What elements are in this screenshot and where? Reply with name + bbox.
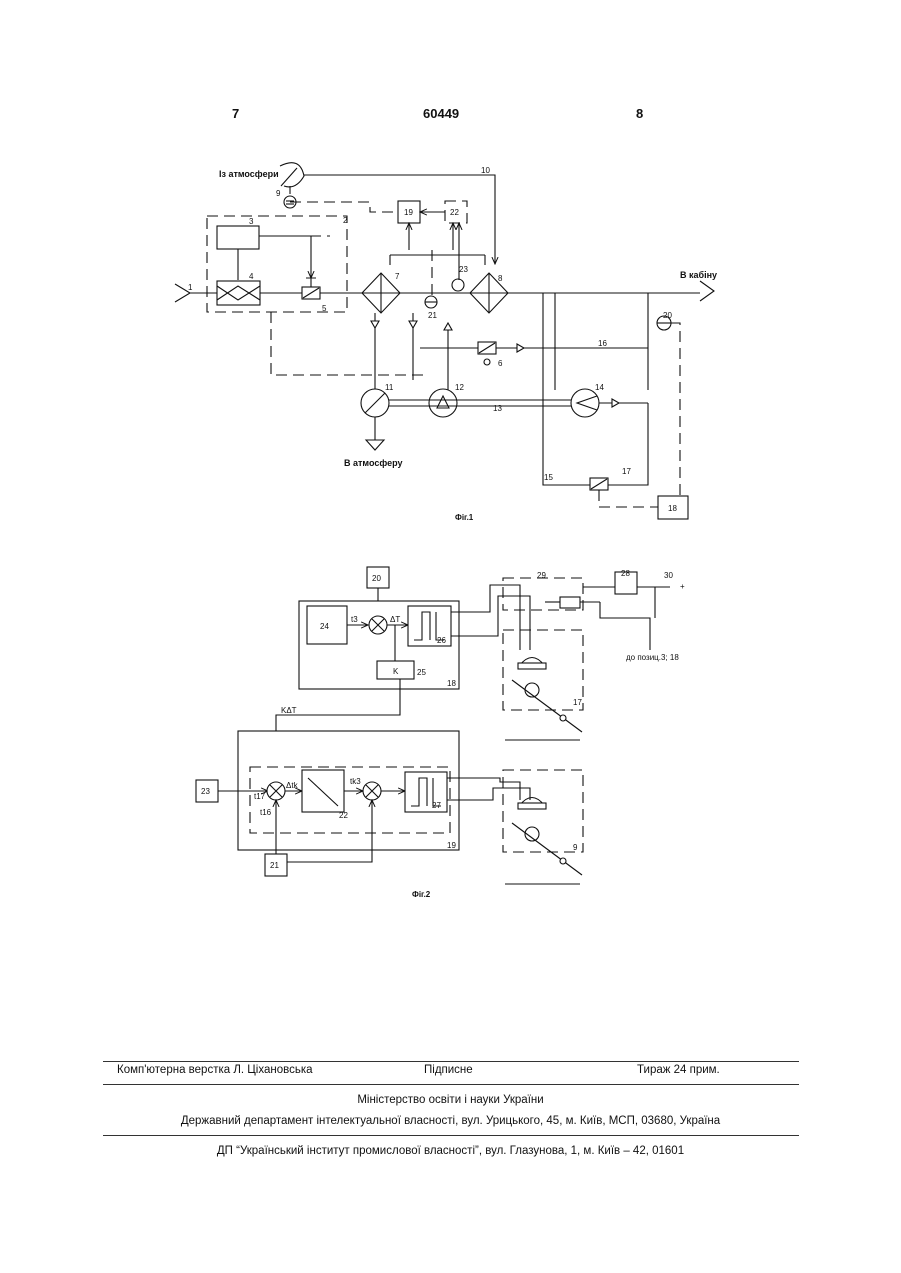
svg-text:20: 20 xyxy=(372,574,381,583)
fan-12 xyxy=(429,389,457,417)
svg-text:ΔT: ΔT xyxy=(390,615,400,624)
svg-text:27: 27 xyxy=(432,801,441,810)
figure-2: 20 tT 18 24 t3 ΔT 26 K 25 KΔT 29 xyxy=(196,567,685,899)
label-8: 8 xyxy=(498,274,503,283)
svg-text:19: 19 xyxy=(447,841,456,850)
block-3 xyxy=(217,226,259,249)
svg-text:26: 26 xyxy=(437,636,446,645)
footer-rule-bottom xyxy=(103,1135,799,1136)
label-18: 18 xyxy=(668,504,677,513)
svg-text:29: 29 xyxy=(537,571,546,580)
label-20: 20 xyxy=(663,311,672,320)
label-12: 12 xyxy=(455,383,464,392)
label-22: 22 xyxy=(450,208,459,217)
label-16: 16 xyxy=(598,339,607,348)
footer-institute: ДП “Український інститут промислової вла… xyxy=(0,1145,901,1157)
label-15: 15 xyxy=(544,473,553,482)
footer-typeset: Комп'ютерна верстка Л. Ціхановська xyxy=(117,1064,313,1076)
svg-text:tk3: tk3 xyxy=(350,777,361,786)
label-19: 19 xyxy=(404,208,413,217)
footer-signed: Підписне xyxy=(424,1064,473,1076)
label-23: 23 xyxy=(459,265,468,274)
svg-text:t3: t3 xyxy=(351,615,358,624)
svg-text:21: 21 xyxy=(270,861,279,870)
label-to-atmosphere: В атмосферу xyxy=(344,458,402,468)
label-from-atmosphere: Із атмосфери xyxy=(219,169,279,179)
label-11: 11 xyxy=(385,383,394,392)
label-21: 21 xyxy=(428,311,437,320)
label-6: 6 xyxy=(498,359,503,368)
label-17: 17 xyxy=(622,467,631,476)
footer-ministry: Міністерство освіти і науки України xyxy=(0,1094,901,1106)
svg-text:28: 28 xyxy=(621,569,630,578)
label-14: 14 xyxy=(595,383,604,392)
svg-text:18: 18 xyxy=(447,679,456,688)
compressor-14 xyxy=(571,389,599,417)
fig2-actuator-17 xyxy=(503,630,583,710)
label-9: 9 xyxy=(276,189,281,198)
label-1: 1 xyxy=(188,283,193,292)
label-2: 2 xyxy=(343,216,348,225)
svg-text:KΔT: KΔT xyxy=(281,706,297,715)
svg-text:17: 17 xyxy=(573,698,582,707)
footer-rule-mid xyxy=(103,1084,799,1085)
exchanger-4 xyxy=(217,281,260,305)
fig2-caption: Фіг.2 xyxy=(412,890,431,899)
footer-department: Державний департамент інтелектуальної вл… xyxy=(0,1115,901,1127)
fig1-caption: Фіг.1 xyxy=(455,513,474,522)
svg-text:24: 24 xyxy=(320,622,329,631)
svg-text:до позиц.3; 18: до позиц.3; 18 xyxy=(626,653,679,662)
figure-1: Із атмосфери 9 10 2 3 4 1 5 7 xyxy=(175,163,717,522)
svg-text:t16: t16 xyxy=(260,808,272,817)
air-intake-9 xyxy=(280,163,304,208)
svg-text:22: 22 xyxy=(339,811,348,820)
svg-text:25: 25 xyxy=(417,668,426,677)
footer-circulation: Тираж 24 прим. xyxy=(637,1064,720,1076)
svg-text:30: 30 xyxy=(664,571,673,580)
label-13: 13 xyxy=(493,404,502,413)
label-4: 4 xyxy=(249,272,254,281)
label-7: 7 xyxy=(395,272,400,281)
svg-text:+: + xyxy=(680,582,685,591)
svg-text:Δtk: Δtk xyxy=(286,781,299,790)
svg-text:23: 23 xyxy=(201,787,210,796)
svg-text:t17: t17 xyxy=(254,792,266,801)
label-5: 5 xyxy=(322,304,327,313)
label-3: 3 xyxy=(249,217,254,226)
svg-text:9: 9 xyxy=(573,843,578,852)
svg-text:K: K xyxy=(393,667,399,676)
label-to-cabin: В кабіну xyxy=(680,270,717,280)
sensor-23 xyxy=(452,279,464,291)
label-10: 10 xyxy=(481,166,490,175)
footer-rule-top xyxy=(103,1061,799,1062)
